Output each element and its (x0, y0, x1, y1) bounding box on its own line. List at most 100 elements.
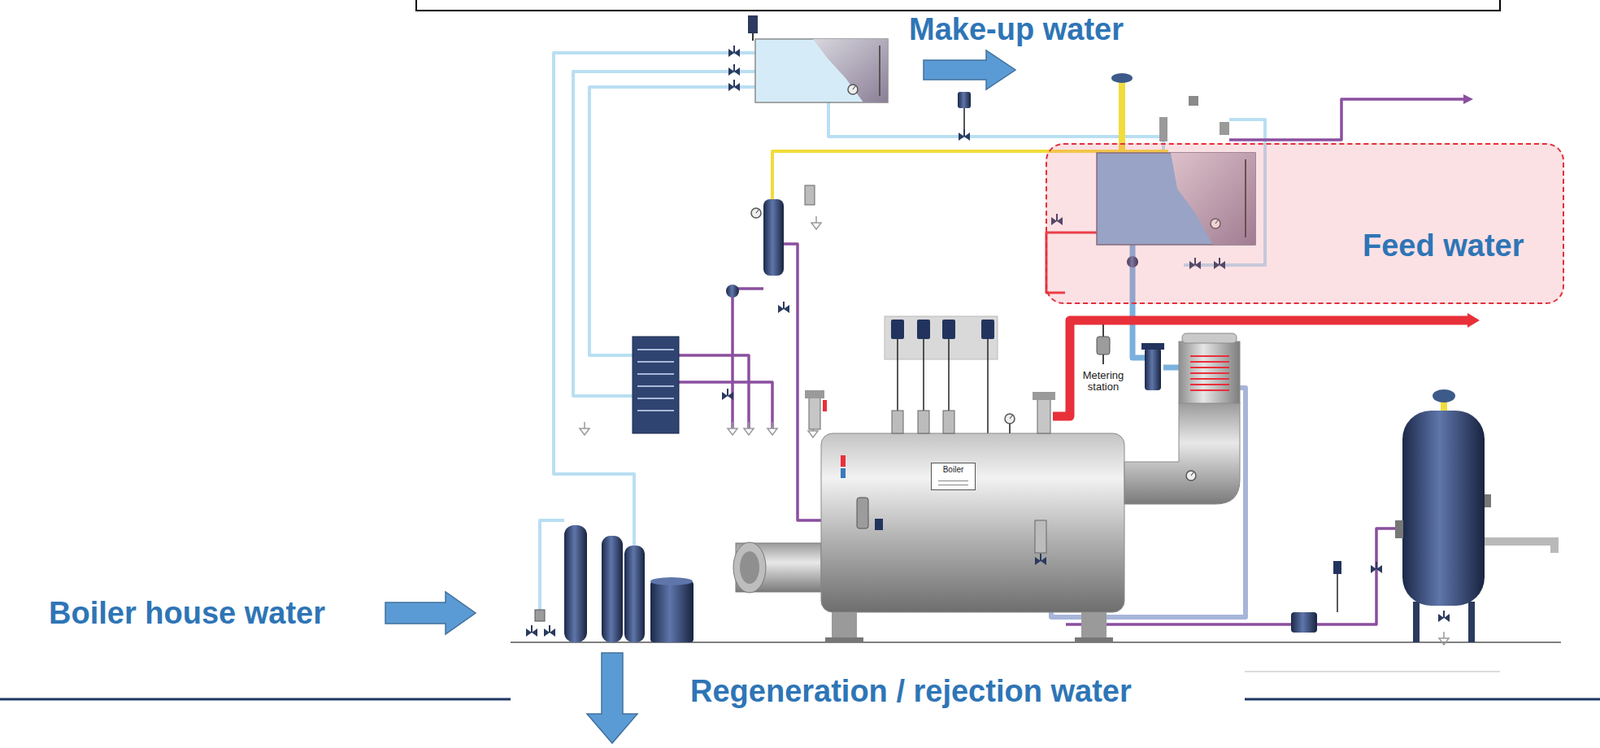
flow-label: Boiler house water (48, 596, 326, 631)
page-frame (416, 0, 1500, 11)
steam-boiler (891, 410, 904, 434)
boiler-control-panel (922, 339, 925, 411)
feed-water-tank (1111, 73, 1133, 83)
feed-pump (1144, 347, 1161, 391)
safety-valve (804, 390, 825, 399)
plate-heat-exchanger (632, 336, 679, 434)
page-frame (1244, 670, 1500, 673)
condensate-pipe (678, 382, 773, 429)
flash-vessel (726, 185, 815, 314)
region-title: Feed water (1362, 229, 1525, 264)
economizer-stack (1124, 402, 1240, 505)
make-up-tank (728, 45, 740, 57)
steam-arrow-tip (1467, 313, 1480, 328)
plate-heat-exchanger (637, 360, 674, 363)
economizer-stack (1190, 372, 1230, 374)
make-up-tank (752, 33, 754, 41)
blowdown-vessel (1402, 410, 1485, 606)
steam-valve (1037, 398, 1051, 434)
steam-boiler (1034, 520, 1047, 553)
drain-funnels (811, 216, 822, 230)
water-treatment-plant (564, 525, 587, 643)
dosing-device (1096, 336, 1110, 355)
flash-vessel (763, 199, 784, 276)
steam-boiler (825, 637, 864, 643)
plate-heat-exchanger (637, 409, 674, 412)
economizer-stack (1182, 333, 1237, 344)
safety-valve (822, 400, 827, 412)
inlet-arrow (385, 591, 476, 635)
water-treatment-plant (601, 535, 623, 643)
make-up-tank (755, 39, 888, 103)
feed-pump (1141, 343, 1165, 350)
make-up-control-valve (957, 91, 971, 109)
blowdown-vessel (1438, 610, 1450, 622)
condensate-pipe (1229, 99, 1464, 140)
blowdown-vessel (1413, 601, 1420, 643)
blowdown-vessel (1291, 612, 1318, 633)
economizer-stack (1190, 360, 1230, 363)
make-up-tank (728, 64, 740, 76)
flow-label: Make-up water (908, 13, 1124, 48)
blowdown-vessel (1395, 520, 1404, 539)
dosing-device (1102, 324, 1105, 337)
economizer-stack (1124, 333, 1240, 505)
steam-boiler (739, 551, 760, 584)
make-up-tank (747, 15, 758, 34)
boiler-control-panel (884, 316, 998, 360)
plate-heat-exchanger (637, 385, 674, 387)
nameplate-text: Boiler (936, 465, 970, 475)
make-up-tank (813, 39, 888, 103)
plate-heat-exchanger (637, 373, 674, 375)
plate-heat-exchanger (632, 336, 734, 434)
steam-valve (1032, 391, 1056, 434)
blowdown-vessel (1291, 389, 1555, 643)
steam-boiler (943, 410, 955, 434)
steam-boiler (856, 497, 869, 529)
economizer-stack (1190, 366, 1230, 369)
make-up-tank (847, 84, 858, 95)
blowdown-vessel (1432, 389, 1456, 403)
water-treatment-plant (526, 625, 538, 637)
dosing-device (1096, 324, 1110, 365)
steam-boiler (840, 468, 846, 479)
make-up-tank (728, 79, 740, 92)
blowdown-vessel (1484, 541, 1555, 553)
make-up-control-valve (958, 129, 970, 141)
steam-boiler (1008, 423, 1011, 434)
make-up-tank (728, 15, 888, 103)
economizer-stack (1190, 378, 1230, 380)
steam-boiler (917, 410, 930, 434)
water-treatment-plant (526, 525, 694, 643)
device-label: Metering station (1079, 369, 1127, 394)
cold-water-pipe (553, 52, 756, 546)
water-treatment-plant (543, 625, 556, 637)
feed-water-tank (1188, 95, 1199, 106)
steam-boiler (1074, 637, 1114, 643)
feed-water-tank (1219, 121, 1230, 135)
steam-pipe (1052, 320, 1468, 417)
flow-label: Regeneration / rejection water (685, 674, 1137, 709)
blowdown-vessel (1468, 601, 1475, 643)
water-treatment-plant (650, 577, 693, 586)
flash-vessel (751, 208, 761, 218)
cold-water-pipe (539, 52, 1266, 612)
condensate-pipe (678, 355, 749, 429)
boiler-control-panel (942, 319, 956, 340)
steam-valve (1032, 391, 1056, 400)
feed-pump (1141, 343, 1165, 391)
boiler-control-panel (981, 319, 995, 340)
plate-heat-exchanger (637, 348, 674, 351)
make-up-tank (878, 45, 881, 96)
flash-vessel (778, 301, 790, 314)
steam-boiler (733, 390, 1125, 643)
steam-boiler (733, 542, 766, 593)
water-treatment-plant (650, 581, 694, 643)
economizer-stack (1190, 389, 1230, 392)
water-treatment-plant (624, 545, 645, 643)
blowdown-vessel (1484, 494, 1492, 508)
